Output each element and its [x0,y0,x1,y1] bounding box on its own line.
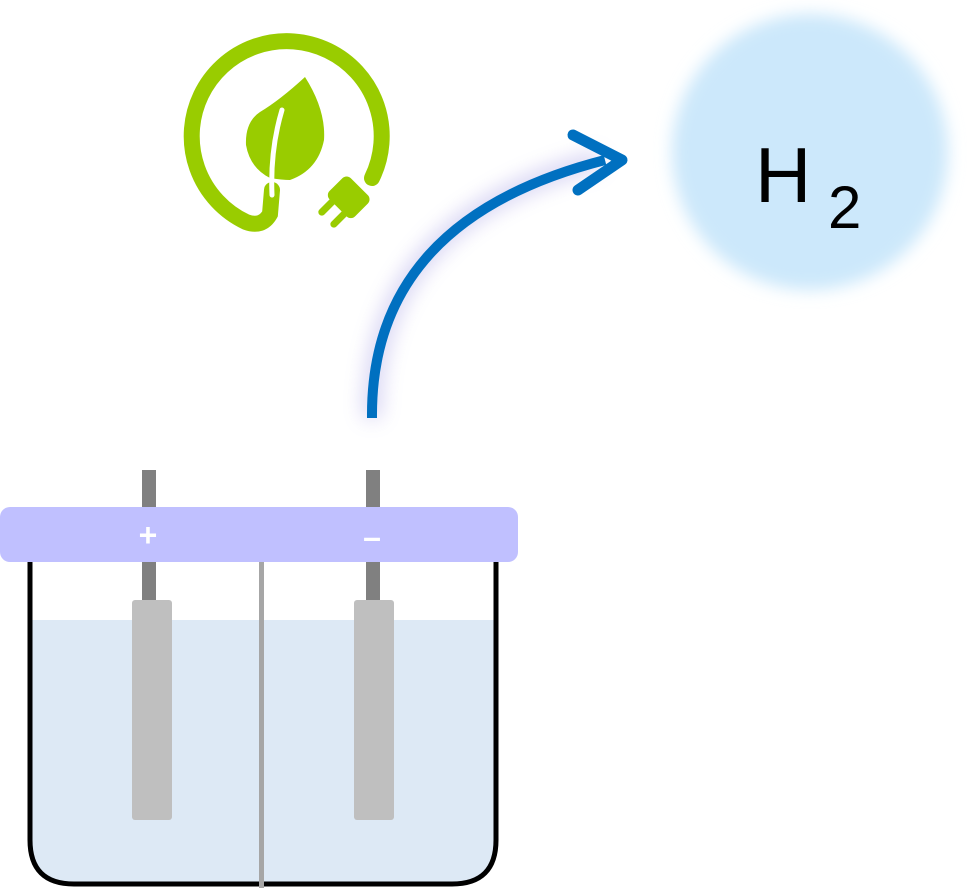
membrane [259,562,264,888]
cathode-sign: – [363,519,381,555]
anode-electrode [132,600,172,820]
anode-sign: + [139,517,158,553]
h2-symbol: H [755,131,811,219]
hydrogen-product-bubble: H 2 [672,14,948,290]
h2-subscript: 2 [828,174,861,241]
electrolysis-cell: + – [0,470,518,888]
curved-arrow-icon [363,129,628,419]
green-energy-leaf-plug-icon [183,33,390,232]
cell-lid [0,507,518,562]
cathode-electrode [354,600,394,820]
